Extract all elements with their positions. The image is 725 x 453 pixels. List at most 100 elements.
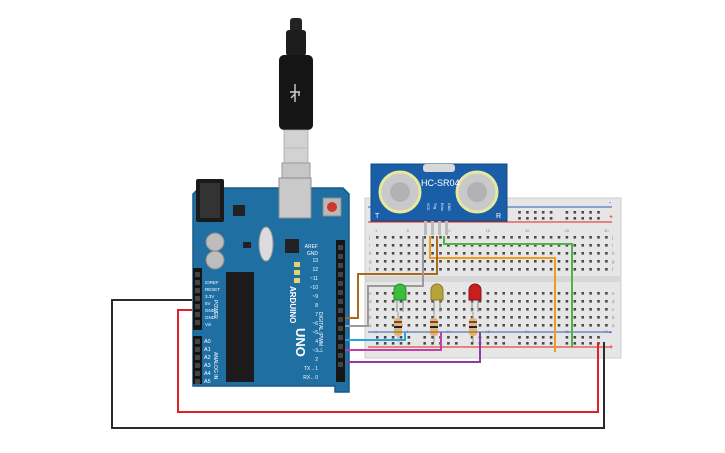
- resistor-3: [469, 312, 477, 342]
- col-number: 15: [486, 329, 491, 334]
- sensor-pin-label: VCC: [426, 203, 430, 211]
- wire-blue-led: [345, 332, 406, 341]
- gnd-label: GND: [307, 251, 319, 257]
- digital-pin[interactable]: [338, 317, 343, 322]
- arduino-uno-board[interactable]: ARDUINO UNO 1312~11~10~987~6~54~32TX→1RX…: [192, 177, 350, 393]
- digital-pin-label: ~5: [312, 330, 318, 336]
- row-letter: e: [612, 291, 615, 296]
- col-number: 20: [525, 228, 530, 233]
- digital-pin[interactable]: [338, 245, 343, 250]
- resistors: [394, 312, 477, 342]
- row-letter: h: [612, 251, 615, 256]
- wire-magenta-led: [345, 332, 442, 351]
- usb-cable-icon[interactable]: [279, 18, 313, 192]
- row-letter: i: [612, 243, 613, 248]
- power-pin-label: IOREF: [205, 280, 219, 285]
- sensor-pin[interactable]: [431, 221, 434, 235]
- digital-pin-label: ~10: [310, 285, 319, 291]
- digital-header-label: DIGITAL (PWM ~): [317, 312, 323, 352]
- digital-pin[interactable]: [338, 263, 343, 268]
- power-pin[interactable]: [195, 288, 200, 293]
- power-pin-label: RESET: [205, 287, 220, 292]
- analog-pin[interactable]: [195, 347, 200, 352]
- row-letter: j: [611, 235, 613, 240]
- digital-pin-label: ~11: [310, 276, 318, 282]
- col-number: 10: [446, 228, 451, 233]
- digital-pin-label: TX→1: [304, 366, 318, 372]
- digital-pin[interactable]: [338, 299, 343, 304]
- analog-pin-label: A2: [204, 355, 211, 361]
- power-pin-label: GND: [205, 315, 216, 320]
- reset-button-icon[interactable]: [322, 197, 342, 217]
- col-number: 5: [407, 228, 410, 233]
- row-letter: d: [612, 299, 615, 304]
- leds[interactable]: [393, 283, 482, 312]
- rail-plus-top: +: [609, 214, 613, 221]
- power-pin[interactable]: [195, 312, 200, 317]
- power-pin[interactable]: [195, 304, 200, 309]
- power-pin[interactable]: [195, 280, 200, 285]
- wire-green-gnd: [443, 236, 573, 347]
- analog-pin-label: A5: [204, 379, 211, 385]
- aref-label: AREF: [305, 244, 318, 250]
- analog-pin-label: A1: [204, 347, 211, 353]
- analog-pin-label: A3: [204, 363, 211, 369]
- sensor-pin[interactable]: [424, 221, 427, 235]
- digital-pin[interactable]: [338, 326, 343, 331]
- analog-pin[interactable]: [195, 371, 200, 376]
- sensor-t-mark: T: [375, 213, 380, 220]
- led-yellow: [430, 283, 444, 312]
- row-letter: g: [612, 259, 615, 264]
- power-pin-label: 3.3V: [205, 294, 214, 299]
- digital-pin[interactable]: [338, 272, 343, 277]
- analog-pin[interactable]: [195, 363, 200, 368]
- col-number: 25: [565, 329, 570, 334]
- digital-pin[interactable]: [338, 362, 343, 367]
- digital-pin[interactable]: [338, 335, 343, 340]
- board-model: UNO: [293, 328, 308, 357]
- power-pin[interactable]: [195, 272, 200, 277]
- row-letter: e: [369, 291, 372, 296]
- digital-pin[interactable]: [338, 308, 343, 313]
- analog-pin[interactable]: [195, 379, 200, 384]
- digital-pin-label: RX←0: [303, 375, 318, 381]
- digital-pin[interactable]: [338, 281, 343, 286]
- row-letter: j: [368, 235, 370, 240]
- col-number: 30: [604, 228, 609, 233]
- digital-pin-label: 13: [312, 258, 318, 264]
- led-red: [468, 283, 482, 312]
- sensor-pin[interactable]: [445, 221, 448, 235]
- power-pin-label: GND: [205, 308, 216, 313]
- wire-brown-trig: [345, 236, 438, 319]
- col-number: 30: [604, 329, 609, 334]
- analog-pin[interactable]: [195, 355, 200, 360]
- row-letter: b: [369, 315, 372, 320]
- led-green: [393, 283, 407, 312]
- analog-pin-label: A4: [204, 371, 211, 377]
- sensor-pin[interactable]: [438, 221, 441, 235]
- analog-header-label: ANALOG IN: [212, 352, 218, 380]
- digital-pin[interactable]: [338, 344, 343, 349]
- digital-pin[interactable]: [338, 254, 343, 259]
- digital-pin[interactable]: [338, 290, 343, 295]
- row-letter: c: [369, 307, 372, 312]
- wire-purple-led: [345, 332, 481, 363]
- digital-pin-label: ~9: [312, 294, 318, 300]
- digital-pin-label: ~3: [312, 348, 318, 354]
- col-number: 10: [446, 329, 451, 334]
- digital-pin[interactable]: [338, 353, 343, 358]
- col-number: 1: [375, 329, 378, 334]
- digital-pin-label: 12: [312, 267, 318, 273]
- wires: [111, 236, 605, 429]
- digital-pin-label: 2: [315, 357, 318, 363]
- power-pin[interactable]: [195, 296, 200, 301]
- row-letter: h: [369, 251, 372, 256]
- analog-pin[interactable]: [195, 339, 200, 344]
- resistor-1: [394, 312, 402, 342]
- power-pin[interactable]: [195, 320, 200, 325]
- row-letter: a: [612, 323, 615, 328]
- sensor-pin-label: Trig: [433, 203, 437, 209]
- row-letter: g: [369, 259, 372, 264]
